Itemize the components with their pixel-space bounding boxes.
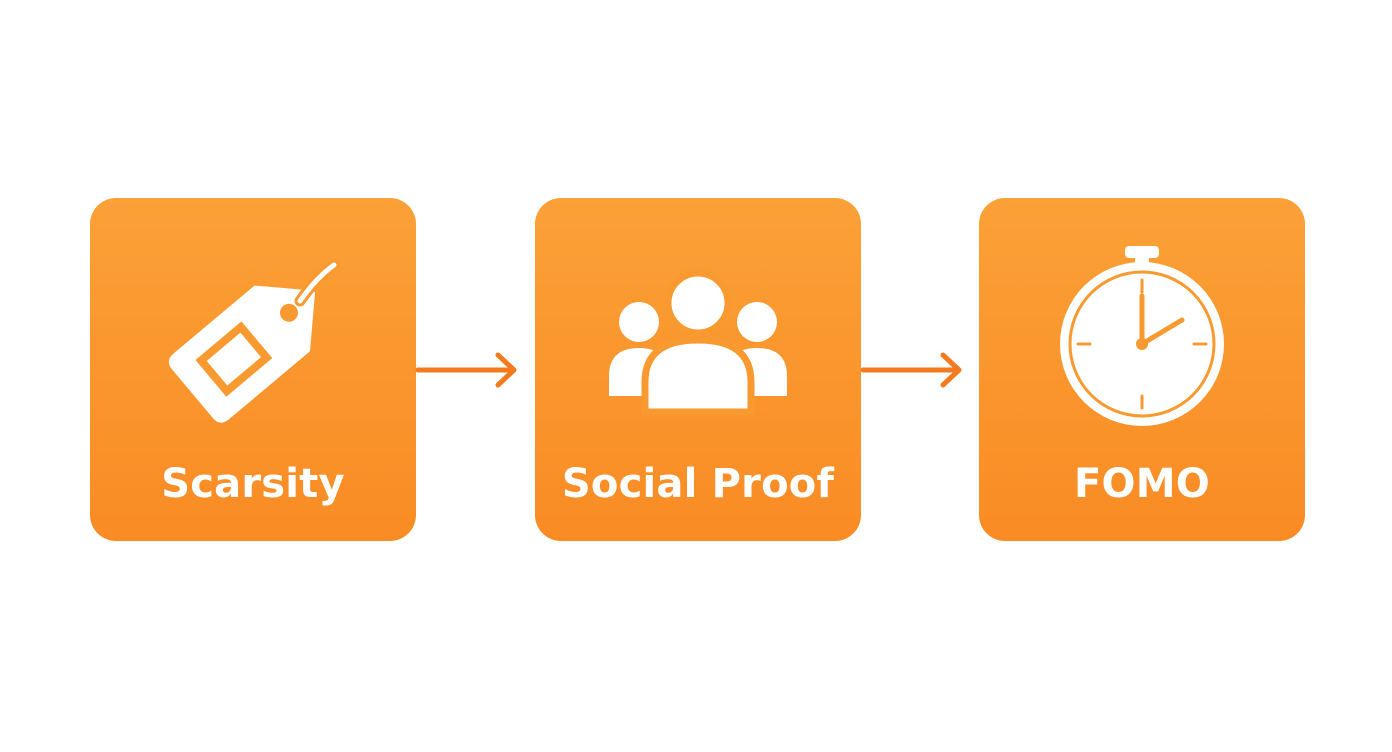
arrow-right-icon bbox=[860, 352, 962, 388]
step-label: FOMO bbox=[1074, 461, 1210, 507]
step-card-scarsity: Scarsity bbox=[90, 198, 416, 541]
stopwatch-icon bbox=[1060, 246, 1224, 426]
price-tag-icon bbox=[168, 259, 340, 423]
step-label: Social Proof bbox=[561, 461, 835, 507]
people-group-icon bbox=[609, 269, 787, 416]
step-card-social-proof: Social Proof bbox=[535, 198, 861, 541]
step-label: Scarsity bbox=[161, 461, 345, 507]
arrow-right-icon bbox=[415, 352, 517, 388]
step-card-fomo: FOMO bbox=[979, 198, 1305, 541]
